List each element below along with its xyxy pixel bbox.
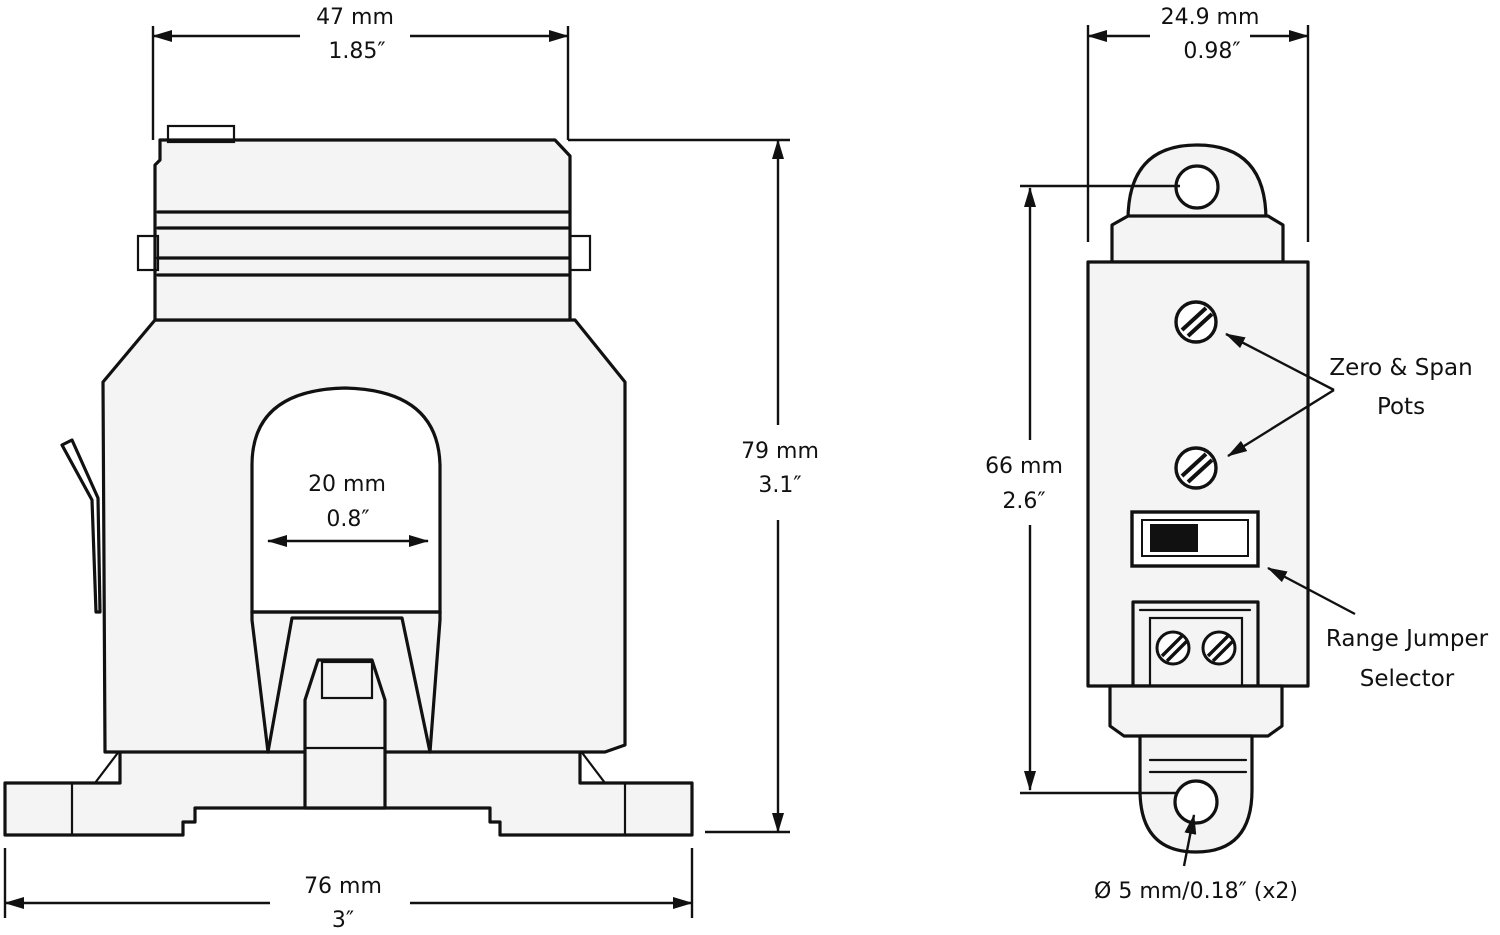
side-top-mount-hole	[1174, 164, 1220, 210]
hole-diameter-label: Ø 5 mm/0.18″ (x2)	[1094, 879, 1298, 904]
front-width-mm: 47 mm	[316, 5, 394, 30]
front-height-mm: 79 mm	[741, 439, 819, 464]
pots-label-line2: Pots	[1377, 394, 1425, 420]
side-width-in: 0.98″	[1183, 39, 1240, 64]
base-width-mm: 76 mm	[304, 874, 382, 899]
aperture-in: 0.8″	[326, 507, 369, 532]
side-view: 24.9 mm 0.98″ 66 mm 2.6″ Zero & Span Pot…	[985, 5, 1489, 904]
side-width-mm: 24.9 mm	[1161, 5, 1260, 30]
hole-spacing-in: 2.6″	[1002, 489, 1045, 514]
front-lower-tab	[250, 610, 442, 754]
span-pot	[1174, 446, 1218, 490]
terminal-block	[1131, 600, 1260, 688]
range-jumper	[1130, 510, 1260, 568]
side-bottom-base	[1108, 684, 1284, 738]
jumper-label-line1: Range Jumper	[1326, 626, 1489, 652]
hole-spacing-mm: 66 mm	[985, 454, 1063, 479]
front-view: 47 mm 1.85″ 79 mm 3.1″ 20 mm 0.8″ 76 mm …	[3, 5, 819, 933]
front-top-cap	[153, 138, 572, 322]
pots-label-line1: Zero & Span	[1329, 355, 1472, 381]
aperture-mm: 20 mm	[308, 472, 386, 497]
zero-pot	[1174, 300, 1218, 344]
base-width-in: 3″	[332, 908, 354, 933]
front-width-in: 1.85″	[328, 39, 385, 64]
front-side-clip	[60, 438, 102, 614]
front-height-in: 3.1″	[758, 473, 801, 498]
side-bottom-mount-hole	[1173, 779, 1219, 825]
jumper-label-line2: Selector	[1360, 666, 1455, 692]
front-aperture	[250, 386, 442, 614]
